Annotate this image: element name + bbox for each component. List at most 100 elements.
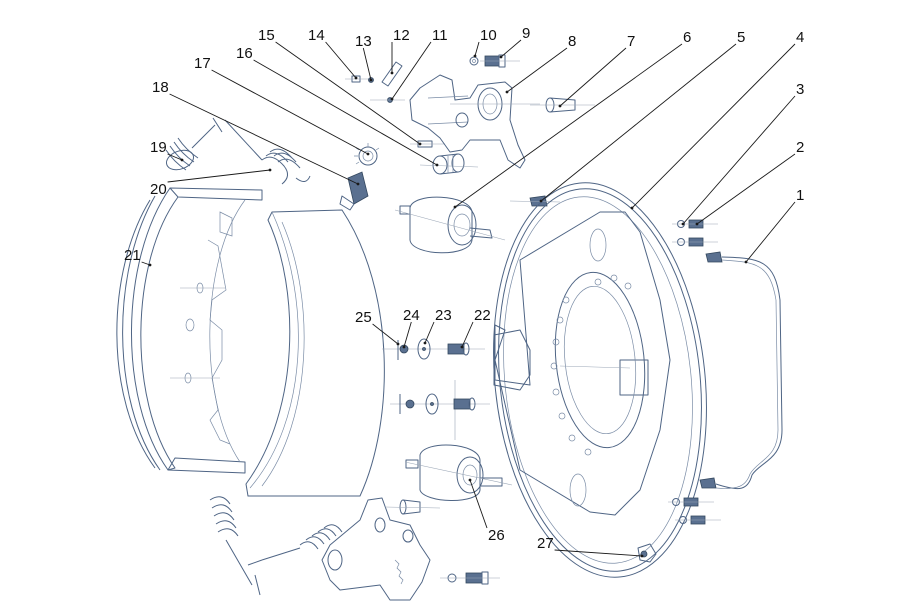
leader-line xyxy=(169,93,359,185)
callout-19: 19 xyxy=(150,139,184,162)
callout-label: 10 xyxy=(480,27,497,44)
callout-12: 12 xyxy=(390,27,410,75)
screw-14 xyxy=(345,75,372,83)
bleeder-screw-5 xyxy=(509,195,561,207)
leader-line xyxy=(167,153,183,161)
callout-label: 20 xyxy=(150,181,167,198)
callout-label: 16 xyxy=(236,45,253,62)
screw-11 xyxy=(370,97,405,103)
leader-line xyxy=(696,153,796,225)
brake-shoe-right xyxy=(245,209,385,497)
leader-line xyxy=(211,69,369,155)
washer-10 xyxy=(469,56,479,66)
bolt-9 xyxy=(480,54,520,68)
callout-label: 12 xyxy=(393,27,410,44)
callout-label: 25 xyxy=(355,309,372,326)
pin-7 xyxy=(530,97,595,113)
lever-12 xyxy=(381,61,403,87)
wheel-cylinder-6 xyxy=(394,196,506,254)
leader-dot xyxy=(418,142,422,146)
leader-dot xyxy=(695,222,699,226)
callout-label: 15 xyxy=(258,27,275,44)
dust-cap-27 xyxy=(637,543,657,563)
adjuster-nut-18 xyxy=(339,171,369,211)
leader-dot xyxy=(640,554,644,558)
leader-dot xyxy=(396,342,400,346)
leader-line xyxy=(141,261,151,266)
leader-dot xyxy=(148,263,152,267)
callout-4: 4 xyxy=(630,29,804,210)
callout-layer: 1234567891011121314151617181920212223242… xyxy=(124,25,804,558)
lower-springs xyxy=(209,496,343,596)
leader-dot xyxy=(180,158,184,162)
return-spring-20 xyxy=(224,119,311,185)
brake-line-1 xyxy=(699,251,783,490)
leader-dot xyxy=(468,478,472,482)
callout-2: 2 xyxy=(695,139,804,226)
leader-line xyxy=(631,43,796,209)
callout-23: 23 xyxy=(423,307,452,345)
leader-line xyxy=(391,41,432,100)
leader-line xyxy=(275,41,421,145)
leader-line xyxy=(554,549,643,557)
callout-label: 27 xyxy=(537,535,554,552)
adjuster-housing-8 xyxy=(409,74,540,169)
leader-dot xyxy=(435,163,439,167)
callout-26: 26 xyxy=(468,478,505,544)
callout-label: 19 xyxy=(150,139,167,156)
callout-20: 20 xyxy=(150,168,272,198)
screw-15 xyxy=(410,140,445,148)
callout-label: 2 xyxy=(796,139,804,156)
callout-label: 18 xyxy=(152,79,169,96)
callout-label: 8 xyxy=(568,33,576,50)
leader-dot xyxy=(366,152,370,156)
leader-dot xyxy=(453,205,457,209)
wheel-cylinder-26 xyxy=(404,444,513,501)
callout-21: 21 xyxy=(124,247,152,267)
leader-line xyxy=(540,43,737,202)
brake-shoe-left xyxy=(116,187,263,474)
leader-dot xyxy=(369,78,373,82)
leader-line xyxy=(745,201,796,263)
anchor-group-upper xyxy=(382,338,485,360)
callout-label: 24 xyxy=(403,307,420,324)
callout-label: 26 xyxy=(488,527,505,544)
star-wheel-17 xyxy=(354,143,380,166)
callout-11: 11 xyxy=(390,27,448,101)
leader-dot xyxy=(356,182,360,186)
callout-label: 3 xyxy=(796,81,804,98)
callout-label: 17 xyxy=(194,55,211,72)
leader-line xyxy=(454,43,683,208)
leader-dot xyxy=(681,222,685,226)
leader-dot xyxy=(558,104,562,108)
leader-dot xyxy=(423,341,427,345)
leader-line xyxy=(559,47,627,107)
leader-line xyxy=(325,41,357,79)
leader-dot xyxy=(473,54,477,58)
leader-dot xyxy=(505,90,509,94)
leader-dot xyxy=(460,345,464,349)
callout-25: 25 xyxy=(355,309,400,346)
callout-16: 16 xyxy=(236,45,439,167)
leader-line xyxy=(682,95,796,225)
leader-line xyxy=(424,321,435,344)
callout-label: 4 xyxy=(796,29,804,46)
backing-plate-4 xyxy=(493,182,707,578)
leader-dot xyxy=(354,76,358,80)
callout-label: 23 xyxy=(435,307,452,324)
callout-label: 9 xyxy=(522,25,530,42)
leader-line xyxy=(167,169,271,183)
callout-label: 7 xyxy=(627,33,635,50)
leader-dot xyxy=(402,345,406,349)
callout-17: 17 xyxy=(194,55,370,156)
leader-line xyxy=(372,323,399,345)
callout-27: 27 xyxy=(537,535,644,558)
leader-line xyxy=(362,47,372,81)
spring-19 xyxy=(165,117,223,171)
callout-18: 18 xyxy=(152,79,360,186)
callout-label: 22 xyxy=(474,307,491,324)
leader-line xyxy=(253,59,438,166)
callout-label: 5 xyxy=(737,29,745,46)
bolt-holes xyxy=(550,274,632,456)
